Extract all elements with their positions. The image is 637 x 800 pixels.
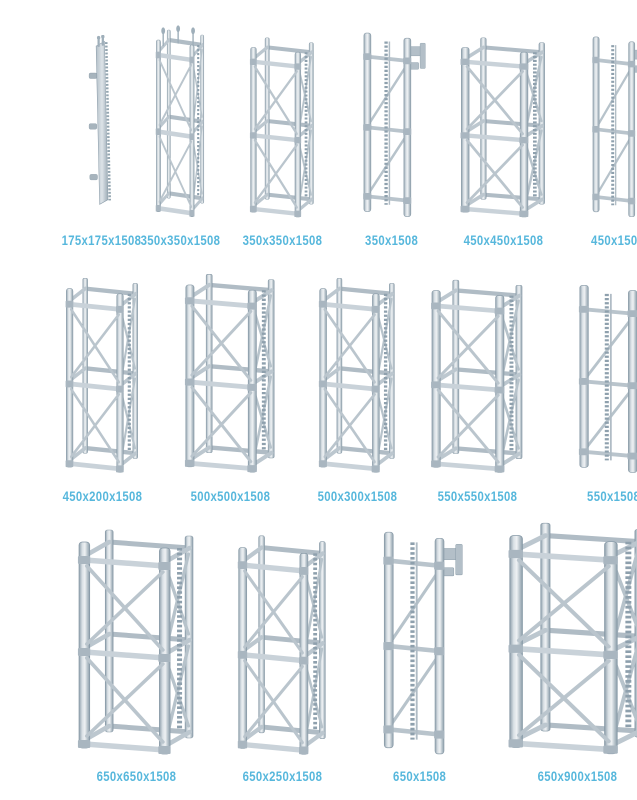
mast-section-image	[564, 266, 637, 481]
mast-section-image	[427, 266, 527, 481]
mast-section-image	[453, 20, 553, 225]
mast-section-image	[207, 514, 357, 764]
mast-section-image	[232, 20, 332, 225]
mast-section-image	[130, 20, 230, 225]
dimension-label: 350x1508	[365, 233, 419, 248]
mast-section-item: 450x1508	[568, 20, 637, 248]
mast-section-image	[342, 20, 442, 225]
mast-section-item: 450x450x1508	[453, 20, 553, 248]
mast-section-image	[345, 514, 495, 764]
dimension-label: 650x900x1508	[537, 769, 617, 784]
dimension-label: 450x450x1508	[463, 233, 543, 248]
mast-section-item: 175x175x1508	[51, 20, 151, 248]
dimension-label: 450x200x1508	[62, 489, 142, 504]
dimension-label: 175x175x1508	[61, 233, 141, 248]
dimension-label: 650x1508	[393, 769, 447, 784]
dimension-label: 550x550x1508	[437, 489, 517, 504]
mast-section-item: 550x1508	[564, 266, 637, 504]
dimension-label: 450x1508	[591, 233, 637, 248]
mast-section-image	[52, 266, 152, 481]
mast-section-item: 650x250x1508	[207, 514, 357, 784]
mast-section-image	[502, 514, 637, 764]
mast-section-item: 350x350x1508	[232, 20, 332, 248]
mast-section-image	[568, 20, 637, 225]
dimension-label: 350x350x1508	[242, 233, 322, 248]
dimension-label: 650x250x1508	[242, 769, 322, 784]
dimension-label: 350x350x1508	[140, 233, 220, 248]
mast-section-item: 500x500x1508	[180, 266, 280, 504]
mast-section-item: 550x550x1508	[427, 266, 527, 504]
mast-section-image	[307, 266, 407, 481]
mast-section-item: 450x200x1508	[52, 266, 152, 504]
dimension-label: 650x650x1508	[96, 769, 176, 784]
dimension-label: 500x300x1508	[317, 489, 397, 504]
mast-section-item: 650x1508	[345, 514, 495, 784]
dimension-label: 500x500x1508	[190, 489, 270, 504]
mast-section-image	[61, 514, 211, 764]
mast-section-item: 650x900x1508	[502, 514, 637, 784]
mast-section-item: 350x1508	[342, 20, 442, 248]
mast-section-image	[180, 266, 280, 481]
mast-section-item: 650x650x1508	[61, 514, 211, 784]
mast-section-item: 350x350x1508	[130, 20, 230, 248]
mast-section-item: 500x300x1508	[307, 266, 407, 504]
dimension-label: 550x1508	[587, 489, 637, 504]
